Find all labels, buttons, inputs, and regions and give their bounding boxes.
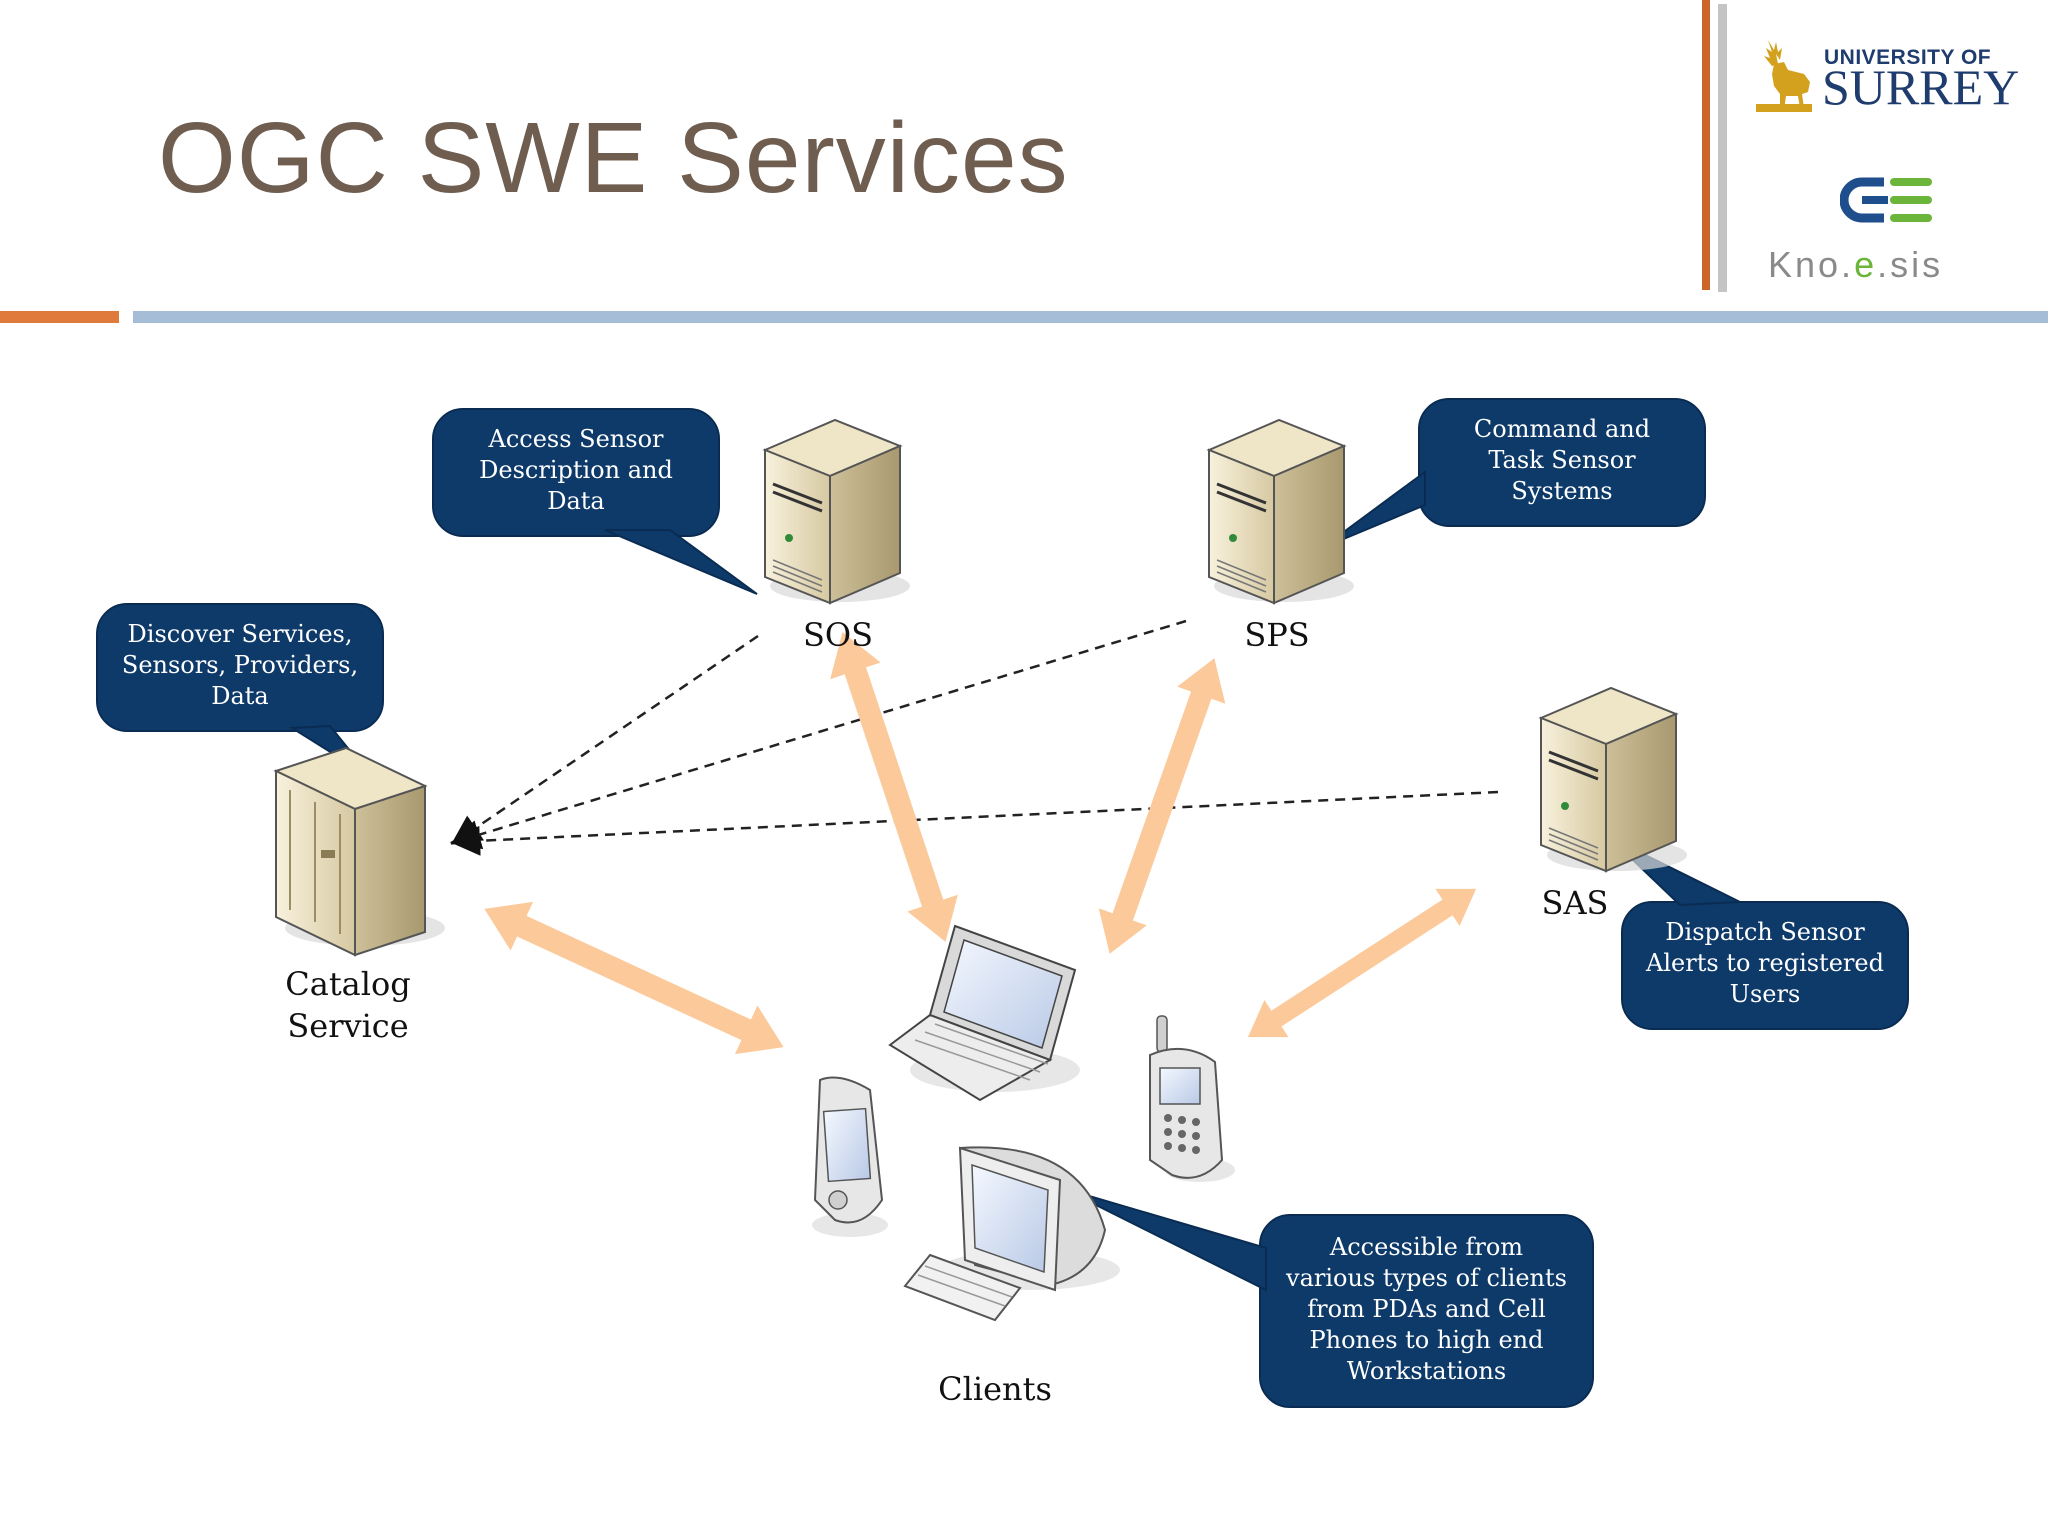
knoesis-e-logo-icon bbox=[1840, 177, 1932, 223]
catalog-server-icon bbox=[273, 746, 445, 957]
callout-sas-text: Dispatch Sensor Alerts to registered Use… bbox=[1646, 918, 1884, 1008]
knoesis-wordmark: Kno.e.sis bbox=[1768, 247, 1943, 283]
server-sas-icon bbox=[1538, 686, 1687, 873]
discovery-line-sas bbox=[450, 790, 1499, 856]
callout-catalog-text: Discover Services, Sensors, Providers, D… bbox=[121, 620, 359, 710]
stag-logo-icon bbox=[1756, 40, 1812, 112]
arrow-catalog-clients bbox=[484, 901, 784, 1055]
arrow-sas-clients bbox=[1247, 888, 1477, 1038]
callout-sps-text: Command and Task Sensor Systems bbox=[1473, 415, 1651, 505]
node-label-catalog: Catalog Service bbox=[285, 965, 411, 1045]
laptop-icon bbox=[888, 924, 1080, 1102]
workstation-icon bbox=[903, 1146, 1120, 1322]
callout-sos-text: Access Sensor Description and Data bbox=[479, 425, 673, 515]
logo-separator-accent bbox=[1702, 0, 1710, 290]
title-divider-accent bbox=[0, 311, 119, 323]
callout-clients-text: Accessible from various types of clients… bbox=[1286, 1233, 1567, 1385]
callout-bubble-sps bbox=[1321, 398, 1706, 549]
callout-bubble-clients bbox=[1061, 1187, 1594, 1408]
knoesis-wordmark-accent: e bbox=[1854, 244, 1878, 285]
slide-title: OGC SWE Services bbox=[158, 102, 1069, 214]
node-label-sos: SOS bbox=[802, 616, 874, 654]
node-label-clients: Clients bbox=[938, 1370, 1052, 1408]
knoesis-wordmark-part: .sis bbox=[1877, 244, 1944, 285]
cell-phone-icon bbox=[1149, 1015, 1235, 1182]
server-sos-icon bbox=[762, 418, 910, 605]
arrow-sps-clients bbox=[1098, 658, 1226, 954]
knoesis-wordmark-part: Kno. bbox=[1768, 244, 1855, 285]
node-label-sps: SPS bbox=[1244, 616, 1310, 654]
server-sps-icon bbox=[1206, 418, 1354, 605]
university-name-top: UNIVERSITY OF bbox=[1824, 46, 1992, 69]
node-label-sas: SAS bbox=[1541, 884, 1609, 922]
logo-separator bbox=[1718, 4, 1727, 292]
discovery-line-sps bbox=[450, 619, 1187, 850]
title-divider bbox=[133, 311, 2048, 323]
arrow-sos-clients bbox=[830, 632, 958, 942]
discovery-line-sos bbox=[450, 634, 759, 845]
pda-icon bbox=[812, 1076, 888, 1237]
university-name-main: SURREY bbox=[1822, 59, 2020, 115]
callout-bubble-sos bbox=[432, 408, 758, 595]
